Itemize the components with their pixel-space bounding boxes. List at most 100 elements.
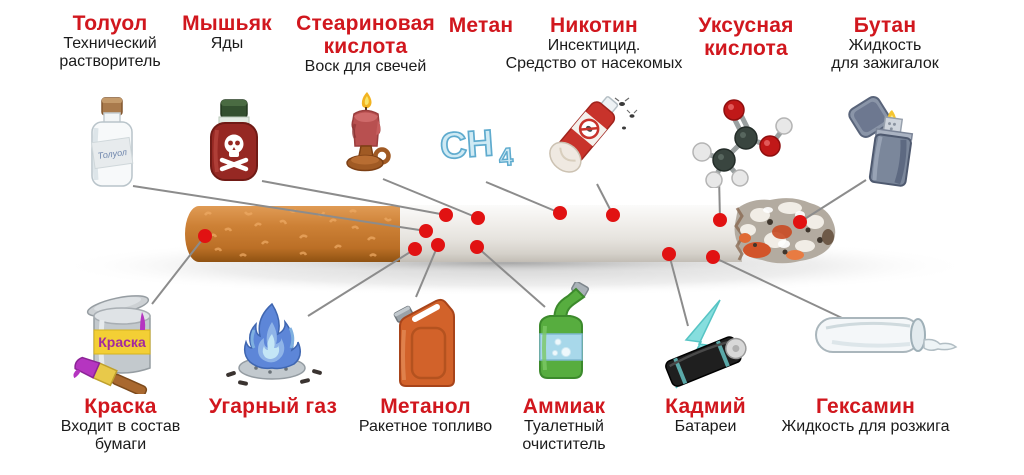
marker-dot xyxy=(439,208,453,222)
chemical-name: Метанол xyxy=(380,395,471,418)
connector-line-butane xyxy=(799,179,867,223)
chemical-desc: очиститель xyxy=(522,436,606,453)
label-block-methane: Метан xyxy=(421,14,541,37)
label-block-stearic-acid: Стеариновая кислота Воск для свечей xyxy=(288,12,443,76)
paint-drip xyxy=(140,312,146,330)
marker-dot xyxy=(706,250,720,264)
connector-line-carbon-monoxide xyxy=(307,248,416,317)
hydrogen-atom xyxy=(705,171,723,188)
marker-dot xyxy=(662,247,676,261)
chemical-name: Стеариновая xyxy=(296,12,435,35)
chemical-name: Кадмий xyxy=(665,395,746,418)
label-block-carbon-monoxide: Угарный газ xyxy=(198,395,348,418)
label-block-methanol: Метанол Ракетное топливо xyxy=(348,395,503,436)
chemical-name: Никотин xyxy=(550,14,638,37)
connector-line-ammonia xyxy=(476,246,546,308)
connector-line-stearic xyxy=(382,178,479,219)
chemical-name: Уксусная xyxy=(698,14,794,37)
chemical-desc: Туалетный xyxy=(524,418,604,435)
methane-formula-text: CH xyxy=(439,122,495,167)
hydrogen-atom xyxy=(692,142,712,162)
connector-line-paint xyxy=(151,235,206,305)
cigarette-ash-tip xyxy=(734,198,836,264)
paint-brush xyxy=(73,356,148,394)
fire-sticks xyxy=(226,369,322,386)
chemical-name: Аммиак xyxy=(522,395,606,418)
label-block-arsenic: Мышьяк Яды xyxy=(157,12,297,53)
chemical-name: Толуол xyxy=(72,12,148,35)
spilled-liquid xyxy=(923,338,958,352)
ammonia-cleaner-bottle-icon xyxy=(539,282,590,379)
oxygen-atom xyxy=(723,99,745,121)
cadmium-battery-icon xyxy=(665,299,747,389)
connector-line-toluene xyxy=(132,185,427,232)
toluene-bottle-icon: Толуол xyxy=(90,97,134,187)
hexamine-vial-icon xyxy=(815,317,958,353)
blue-flames xyxy=(243,302,301,370)
chemical-desc: Входит в состав xyxy=(60,418,181,435)
chemical-desc: Яды xyxy=(210,35,244,52)
label-block-cadmium: Кадмий Батареи xyxy=(648,395,763,436)
marker-dot xyxy=(793,215,807,229)
flying-insects xyxy=(614,97,638,130)
chemical-name: Метан xyxy=(448,14,514,37)
paint-can-label: Краска xyxy=(98,334,146,350)
connector-line-methane xyxy=(485,181,561,214)
chemical-desc: растворитель xyxy=(59,53,161,70)
chemical-name: Мышьяк xyxy=(182,12,272,35)
chemical-desc: Жидкость для розжига xyxy=(781,418,950,435)
carbon-atom xyxy=(734,126,758,150)
label-block-acetic-acid: Уксусная кислота xyxy=(683,14,809,60)
connector-line-arsenic xyxy=(261,180,447,216)
arsenic-poison-jar-icon xyxy=(210,99,258,181)
cigarette-paper xyxy=(400,205,742,262)
jerrycan-handle-hole xyxy=(412,304,440,322)
cleaner-label xyxy=(539,333,583,361)
label-block-paint: Краска Входит в состав бумаги xyxy=(48,395,193,454)
chemical-desc: Ракетное топливо xyxy=(358,418,493,435)
marker-dot xyxy=(470,240,484,254)
carbon-monoxide-flame-icon xyxy=(226,302,322,386)
toluene-bottle-label: Толуол xyxy=(97,147,127,161)
marker-dot xyxy=(606,208,620,222)
label-block-ammonia: Аммиак Туалетный очиститель xyxy=(494,395,634,454)
nicotine-insecticide-spray-icon xyxy=(549,96,638,173)
chemical-name: Краска xyxy=(84,395,157,418)
marker-dot xyxy=(553,206,567,220)
marker-dot xyxy=(713,213,727,227)
connector-line-hexamine xyxy=(712,256,843,319)
stearic-candle-icon xyxy=(346,92,391,172)
marker-dots xyxy=(198,206,807,264)
chemical-desc: Батареи xyxy=(674,418,737,435)
chemical-name: кислота xyxy=(323,35,408,58)
chemical-desc: Средство от насекомых xyxy=(505,55,683,72)
cigarette-filter xyxy=(185,206,402,262)
chemical-name: кислота xyxy=(704,37,788,60)
chemical-name: Угарный газ xyxy=(208,395,338,418)
label-block-hexamine: Гексамин Жидкость для розжига xyxy=(768,395,963,436)
acetic-acid-molecule-icon xyxy=(692,99,793,188)
chemical-desc: бумаги xyxy=(94,436,147,453)
marker-dot xyxy=(471,211,485,225)
label-block-toluene: Толуол Технический растворитель xyxy=(35,12,185,71)
marker-dot xyxy=(198,229,212,243)
methane-formula-subscript: 4 xyxy=(498,143,514,170)
marker-dot xyxy=(431,238,445,252)
chemical-desc: Инсектицид. xyxy=(547,37,641,54)
paint-can-icon: Краска xyxy=(73,295,151,394)
hydrogen-atom xyxy=(775,117,793,135)
chemical-name: Гексамин xyxy=(815,395,916,418)
marker-dot xyxy=(408,242,422,256)
lightning-bolt xyxy=(675,299,721,389)
chemical-desc: для зажигалок xyxy=(831,55,939,72)
hydrogen-atom xyxy=(731,169,749,187)
methanol-jerrycan-icon xyxy=(393,298,455,387)
label-block-nicotine: Никотин Инсектицид. Средство от насекомы… xyxy=(488,14,700,73)
methane-formula-icon: CH 4 xyxy=(438,121,515,170)
skull-crossbones xyxy=(219,134,249,172)
connector-line-methanol xyxy=(415,244,439,298)
oxygen-atom xyxy=(759,135,781,157)
chemical-desc: Технический xyxy=(63,35,157,52)
